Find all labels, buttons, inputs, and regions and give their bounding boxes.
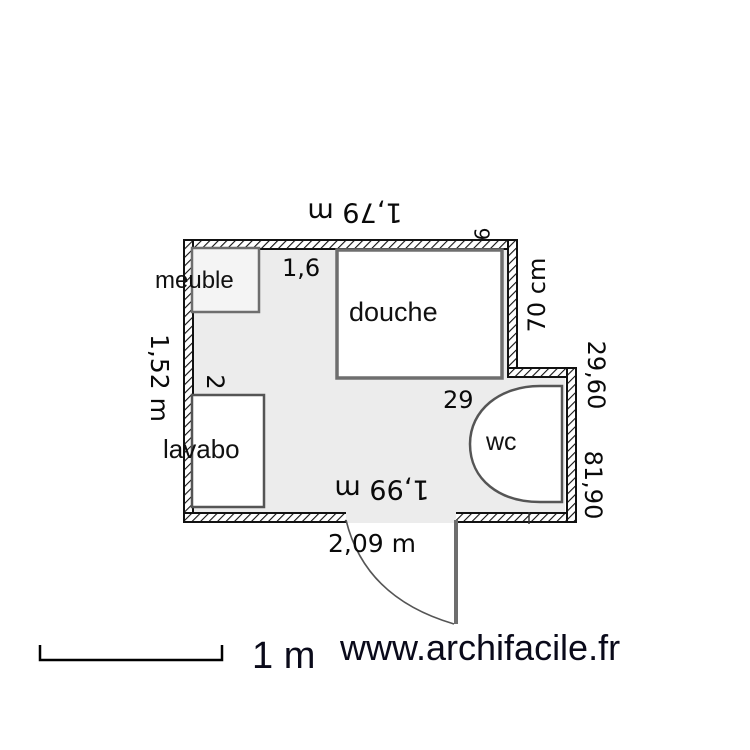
dimension-top: 1,79 m: [307, 197, 402, 228]
room-label-wc: wc: [485, 428, 517, 456]
wc-fixture: [468, 384, 564, 504]
wall-right-upper: [507, 239, 518, 375]
dimension-meuble-height: 2: [201, 374, 229, 389]
dimension-right-bottom: 81,90: [579, 451, 607, 520]
room-label-lavabo: lavabo: [163, 434, 240, 464]
walls: [183, 239, 577, 523]
website-label: www.archifacile.fr: [339, 627, 620, 668]
dimension-right-mid: 29,60: [582, 341, 610, 410]
room-label-douche: douche: [349, 297, 438, 327]
meuble-fixture: [190, 246, 261, 314]
douche-fixture: [335, 248, 504, 380]
wall-right-lower: [566, 367, 577, 523]
lavabo-fixture: [190, 393, 266, 509]
scale-label: 1 m: [252, 635, 315, 677]
wall-step: [507, 367, 577, 378]
room-label-meuble: meuble: [155, 267, 234, 294]
dimension-outer-bottom: 2,09 m: [328, 529, 416, 558]
door-opening: [346, 512, 456, 523]
dimension-wc-width: 29: [443, 386, 474, 414]
dimension-meuble-width: 1,6: [282, 254, 320, 282]
dimension-marker: 9: [470, 228, 494, 241]
door-swing-arc: [345, 519, 455, 625]
dimension-right-top: 70 cm: [523, 258, 551, 333]
dimension-inner-bottom: 1,99 m: [334, 474, 429, 505]
dimension-left: 1,52 m: [145, 334, 174, 422]
scale-bar: [38, 645, 224, 662]
